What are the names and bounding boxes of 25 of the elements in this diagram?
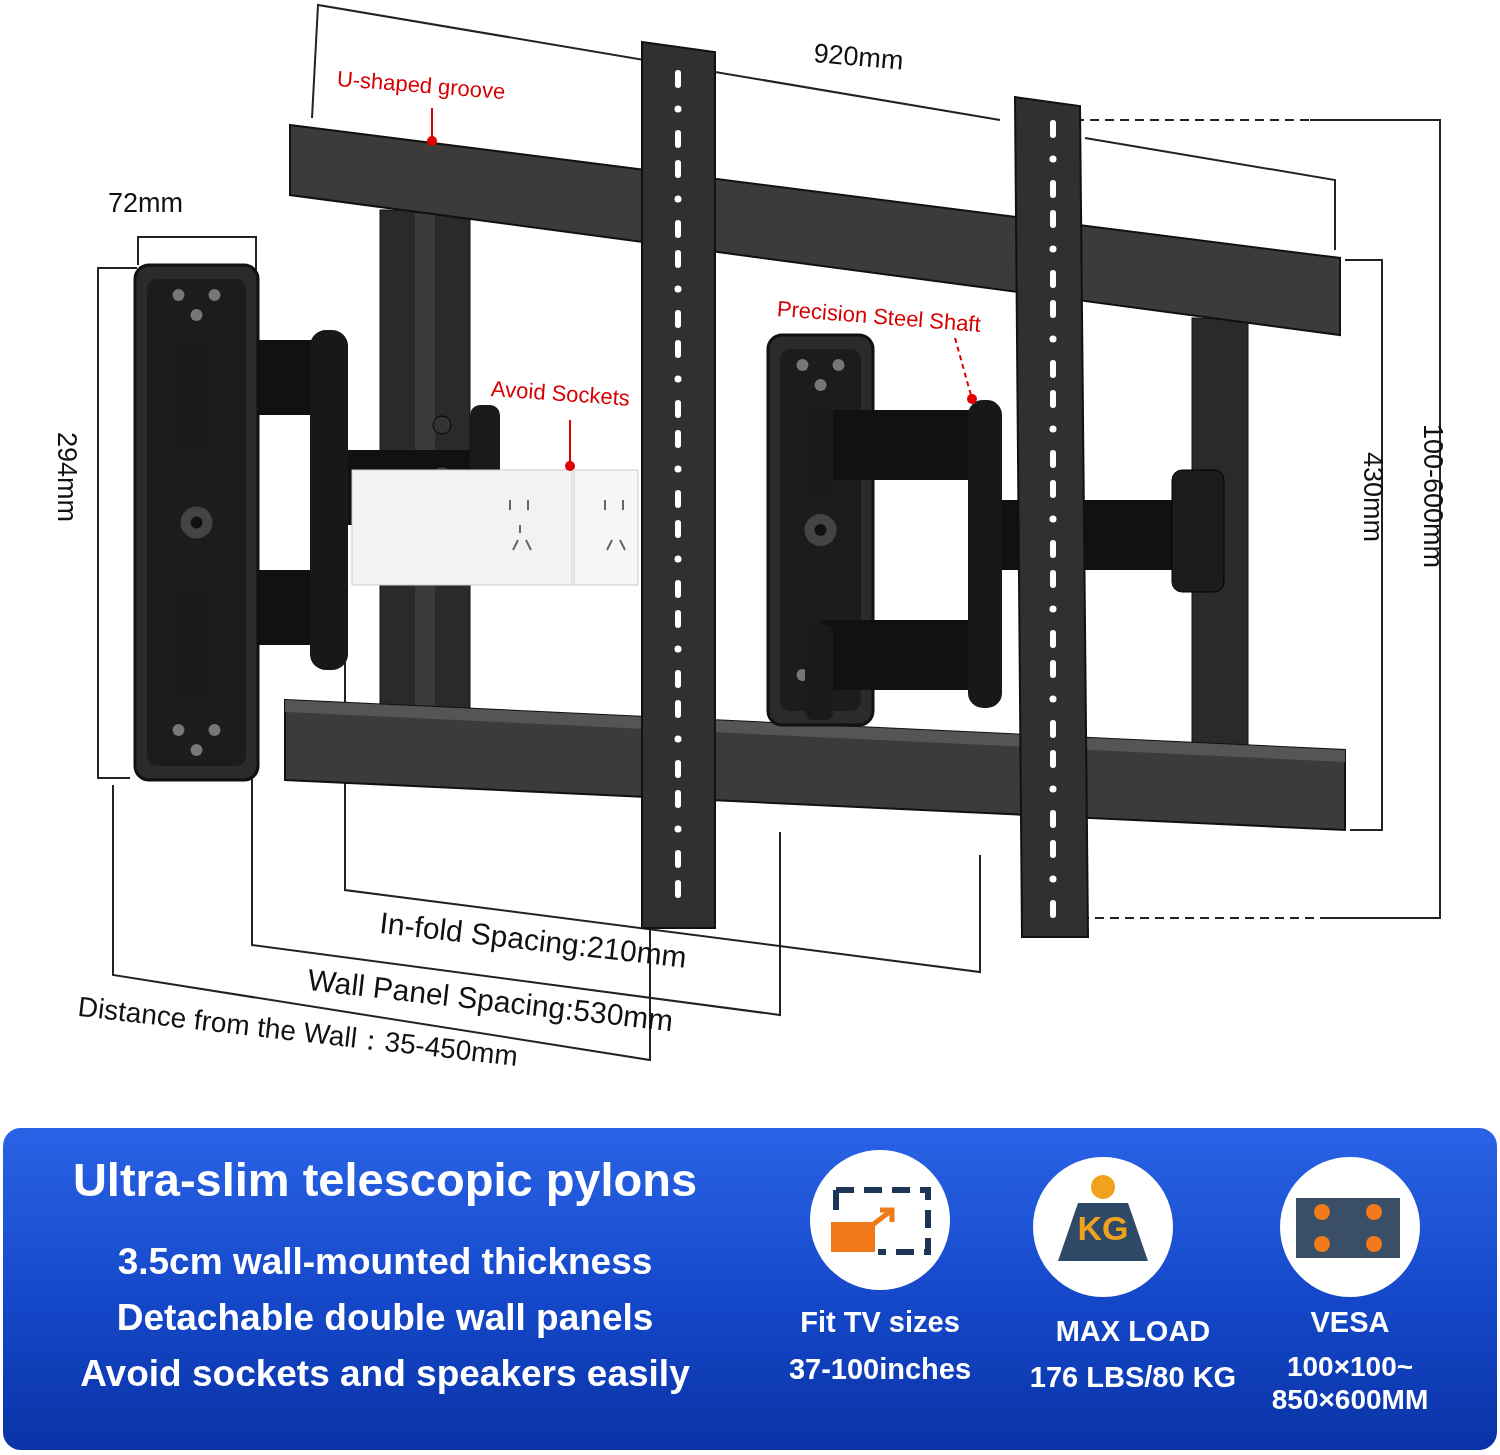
steel-shaft bbox=[968, 400, 1002, 708]
leader-line bbox=[427, 107, 437, 146]
leader-line bbox=[954, 337, 977, 404]
spec-value: 176 LBS/80 KG bbox=[1028, 1360, 1238, 1395]
spacing-label: In-fold Spacing:210mm bbox=[378, 905, 690, 976]
weight-unit-text: KG bbox=[1076, 1208, 1130, 1249]
callout-label: U-shaped groove bbox=[335, 66, 507, 106]
spec-title: Fit TV sizes bbox=[799, 1305, 961, 1340]
banner-heading: Ultra-slim telescopic pylons bbox=[71, 1152, 699, 1208]
spec-value: 100×100~ 850×600MM bbox=[1270, 1350, 1430, 1417]
callout-label: Avoid Sockets bbox=[490, 376, 631, 412]
dimension-label: 294mm bbox=[51, 432, 82, 525]
callout-label: Precision Steel Shaft bbox=[775, 296, 982, 338]
spec-title: VESA bbox=[1309, 1305, 1391, 1340]
dimension-label: 920mm bbox=[812, 38, 906, 78]
dimension-label: 72mm bbox=[108, 188, 184, 220]
spec-value: 37-100inches bbox=[787, 1352, 973, 1387]
feature-text: Detachable double wall panels bbox=[115, 1296, 655, 1340]
wall-socket-drawing bbox=[351, 469, 639, 586]
dimension-label: 100-600mm bbox=[1417, 424, 1448, 571]
feature-text: Avoid sockets and speakers easily bbox=[79, 1352, 691, 1396]
spec-title: MAX LOAD bbox=[1054, 1314, 1212, 1349]
dimension-label: 430mm bbox=[1357, 452, 1388, 545]
feature-text: 3.5cm wall-mounted thickness bbox=[116, 1240, 654, 1284]
leader-line bbox=[565, 419, 575, 471]
